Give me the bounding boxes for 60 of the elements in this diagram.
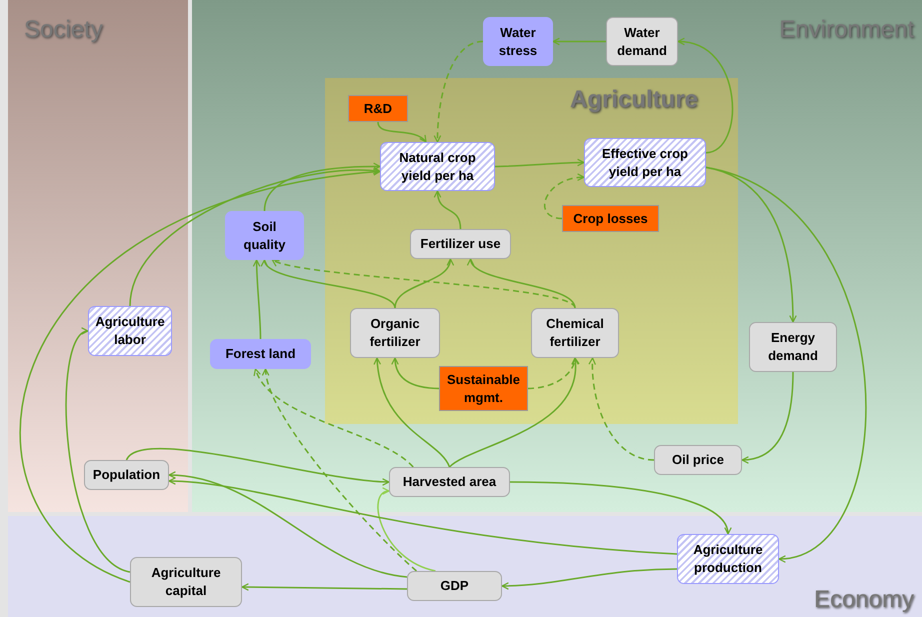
driver-box: Crop losses	[562, 205, 659, 232]
arrow	[126, 448, 390, 486]
dashed-arrow	[262, 368, 417, 572]
dashed-arrow	[254, 368, 414, 468]
arrow	[241, 583, 407, 591]
arrow	[677, 38, 734, 154]
arrow	[377, 488, 436, 572]
arrow	[252, 259, 262, 340]
dashed-arrow	[528, 357, 578, 390]
arrow	[377, 122, 427, 143]
output-box: Agriculture labor	[88, 306, 172, 356]
arrow	[510, 481, 730, 535]
output-box: Effective crop yield per ha	[584, 138, 706, 187]
arrow	[129, 167, 381, 306]
arrow	[469, 258, 576, 308]
arrow	[706, 166, 866, 562]
variable-box: Harvested area	[389, 467, 510, 497]
dashed-arrow	[588, 357, 654, 461]
region-panel	[325, 78, 738, 424]
variable-box: Soil quality	[225, 211, 304, 260]
variable-box: Water stress	[483, 17, 553, 66]
dashed-arrow	[544, 174, 585, 220]
arrow	[374, 357, 450, 468]
arrow	[741, 372, 794, 464]
variable-box: Fertilizer use	[410, 229, 511, 259]
region-band	[8, 516, 922, 617]
arrow	[391, 357, 440, 390]
arrow	[168, 472, 408, 578]
arrow	[20, 168, 381, 583]
variable-box: Water demand	[606, 17, 678, 66]
driver-box: Sustainable mgmt.	[439, 366, 528, 411]
arrow	[434, 190, 462, 230]
arrow	[264, 162, 381, 212]
variable-box: Organic fertilizer	[350, 308, 440, 358]
arrow	[552, 38, 606, 46]
arrow	[501, 568, 678, 590]
dashed-arrow	[272, 258, 576, 309]
arrow	[394, 258, 453, 308]
variable-box: Energy demand	[749, 322, 837, 372]
variable-box: Oil price	[654, 445, 742, 475]
arrow	[168, 478, 678, 555]
arrow	[263, 259, 396, 308]
output-box: Agriculture production	[677, 534, 779, 584]
variable-box: Population	[84, 460, 169, 490]
region-title: Agriculture	[570, 88, 698, 112]
region-band	[8, 0, 188, 512]
arrow	[449, 357, 579, 468]
region-title: Society	[24, 18, 103, 42]
arrow	[66, 330, 130, 573]
output-box: Natural crop yield per ha	[380, 142, 495, 191]
dashed-arrow	[434, 40, 484, 143]
variable-box: Chemical fertilizer	[531, 308, 619, 358]
region-title: Economy	[814, 588, 914, 612]
variable-box: Forest land	[210, 339, 311, 369]
arrow	[494, 158, 585, 168]
region-band	[192, 0, 922, 512]
variable-box: Agriculture capital	[130, 557, 242, 607]
variable-box: GDP	[407, 571, 502, 601]
driver-box: R&D	[348, 95, 408, 122]
region-title: Environment	[779, 18, 914, 42]
